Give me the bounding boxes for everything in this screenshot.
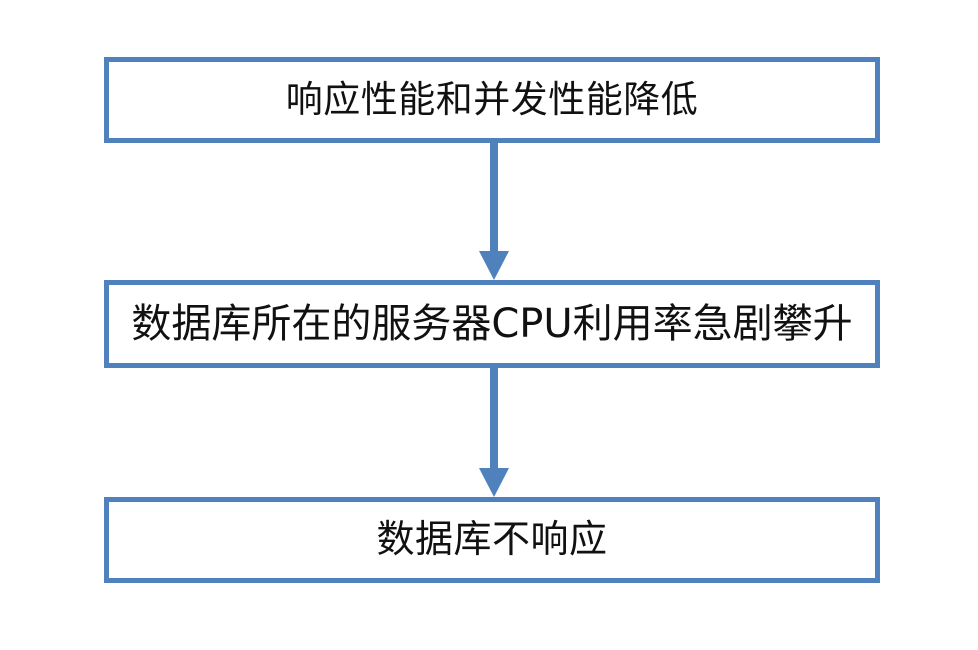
flowchart-node-response-performance[interactable]: 响应性能和并发性能降低 (104, 57, 880, 143)
flowchart-node-label: 数据库不响应 (376, 517, 608, 562)
arrow-head-2 (479, 468, 509, 497)
arrow-shaft-2 (490, 368, 498, 469)
connector-arrow-2 (479, 368, 509, 497)
flowchart-node-database-server-cpu[interactable]: 数据库所在的服务器CPU利用率急剧攀升 (104, 280, 880, 368)
flowchart-node-database-unresponsive[interactable]: 数据库不响应 (104, 497, 880, 583)
arrow-shaft-1 (490, 143, 498, 252)
flowchart-node-label: 响应性能和并发性能降低 (285, 77, 699, 121)
arrow-head-1 (479, 251, 509, 280)
flowchart-node-label: 数据库所在的服务器CPU利用率急剧攀升 (131, 301, 853, 347)
connector-arrow-1 (479, 143, 509, 280)
